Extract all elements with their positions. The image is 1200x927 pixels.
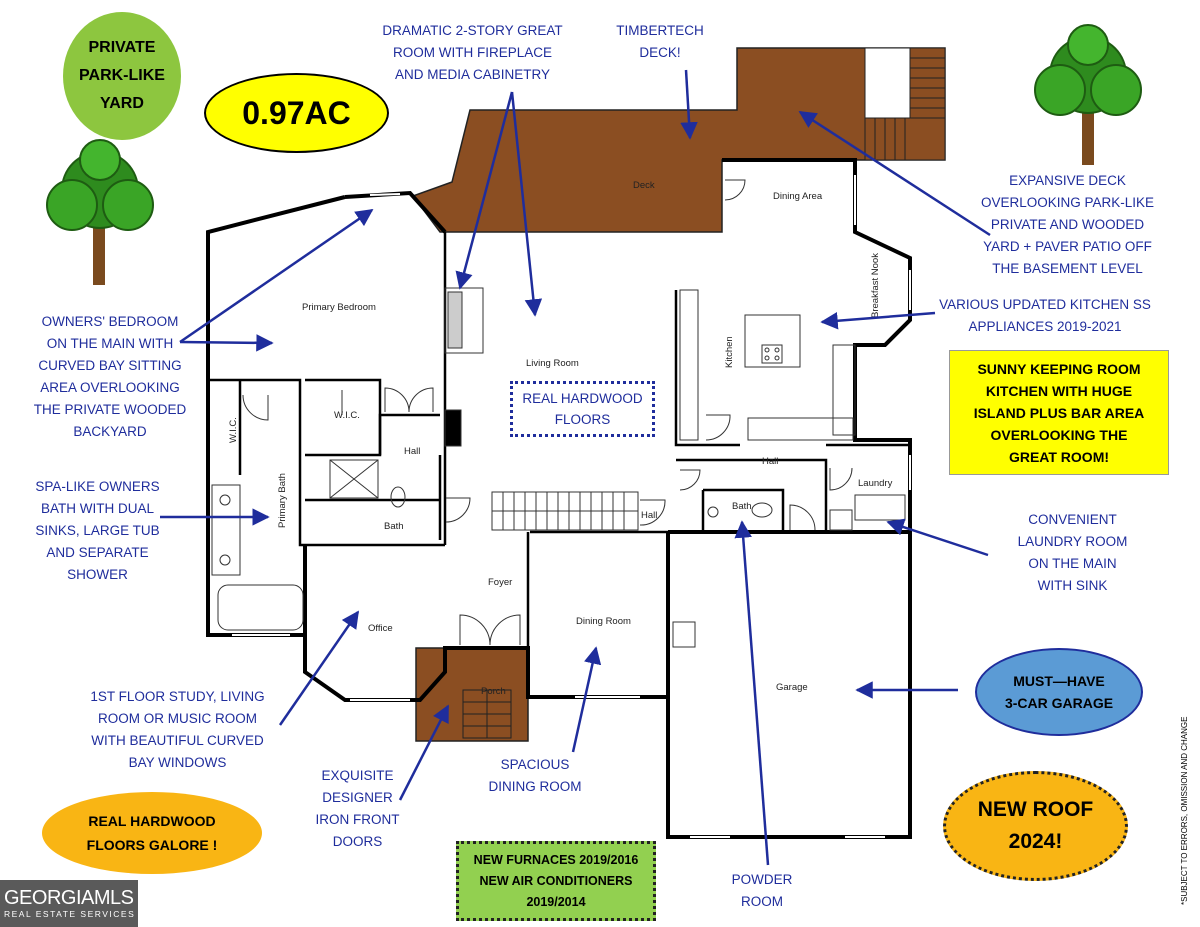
label-living-room: Living Room	[526, 358, 579, 369]
label-garage: Garage	[776, 682, 808, 693]
callout-study: 1ST FLOOR STUDY, LIVING ROOM OR MUSIC RO…	[90, 689, 265, 770]
badge-garage: MUST—HAVE 3-CAR GARAGE	[975, 648, 1143, 736]
label-dining-room: Dining Room	[576, 616, 631, 627]
callout-spa-bath: SPA-LIKE OWNERS BATH WITH DUAL SINKS, LA…	[35, 479, 160, 582]
callout-expansive-deck: EXPANSIVE DECK OVERLOOKING PARK-LIKE PRI…	[980, 173, 1155, 276]
callout-arrows	[160, 69, 991, 866]
badge-keeping-room: SUNNY KEEPING ROOM KITCHEN WITH HUGE ISL…	[949, 350, 1169, 475]
interior-walls	[208, 232, 910, 648]
label-office: Office	[368, 623, 393, 634]
callout-kitchen-appliances: VARIOUS UPDATED KITCHEN SS APPLIANCES 20…	[939, 297, 1151, 334]
disclaimer: *SUBJECT TO ERRORS, OMISSION AND CHANGE	[1180, 716, 1189, 905]
interior-stairs	[491, 491, 639, 531]
callout-timbertech: TIMBERTECH DECK!	[616, 23, 704, 60]
badge-acreage: 0.97AC	[204, 73, 389, 153]
callout-dining-room: SPACIOUS DINING ROOM	[488, 757, 582, 794]
label-hall: Hall	[641, 510, 657, 521]
badge-hvac: NEW FURNACES 2019/2016 NEW AIR CONDITION…	[456, 841, 656, 921]
label-deck: Deck	[633, 180, 655, 191]
label-bath: Bath	[732, 501, 752, 512]
badge-private-yard: PRIVATE PARK-LIKE YARD	[63, 12, 181, 140]
label-primary-bedroom: Primary Bedroom	[302, 302, 376, 313]
deck-stairs	[864, 47, 946, 161]
badge-hardwood-galore: REAL HARDWOOD FLOORS GALORE !	[42, 792, 262, 874]
door-swings	[242, 179, 853, 646]
callout-great-room: DRAMATIC 2-STORY GREAT ROOM WITH FIREPLA…	[382, 23, 563, 82]
logo-subtext: REAL ESTATE SERVICES	[4, 909, 136, 919]
badge-roof: NEW ROOF 2024!	[943, 771, 1128, 881]
label-bath: Bath	[384, 521, 404, 532]
tree-icon-right	[1034, 24, 1142, 165]
badge-hardwood-floors: REAL HARDWOOD FLOORS	[510, 381, 655, 437]
exterior-walls	[206, 158, 912, 839]
logo-text: GEORGIAMLS	[4, 887, 134, 909]
label-wic: W.I.C.	[228, 417, 239, 443]
porch-steps	[462, 689, 512, 739]
label-foyer: Foyer	[488, 577, 512, 588]
label-porch: Porch	[481, 686, 506, 697]
windows	[232, 175, 911, 838]
label-wic: W.I.C.	[334, 410, 360, 421]
label-dining-area: Dining Area	[773, 191, 823, 202]
callout-laundry: CONVENIENT LAUNDRY ROOM ON THE MAIN WITH…	[1017, 512, 1128, 593]
label-breakfast-nook: Breakfast Nook	[870, 253, 881, 318]
label-laundry: Laundry	[858, 478, 893, 489]
tree-icon	[46, 139, 154, 285]
label-primary-bath: Primary Bath	[277, 473, 288, 528]
label-hall: Hall	[762, 456, 778, 467]
callout-powder-room: POWDER ROOM	[731, 872, 793, 909]
callout-front-doors: EXQUISITE DESIGNER IRON FRONT DOORS	[315, 768, 400, 849]
label-hall: Hall	[404, 446, 420, 457]
callout-owners-bedroom: OWNERS' BEDROOM ON THE MAIN WITH CURVED …	[33, 314, 187, 439]
georgia-mls-logo: GEORGIAMLS REAL ESTATE SERVICES	[0, 880, 138, 927]
label-kitchen: Kitchen	[724, 336, 735, 368]
fixtures	[211, 287, 906, 648]
